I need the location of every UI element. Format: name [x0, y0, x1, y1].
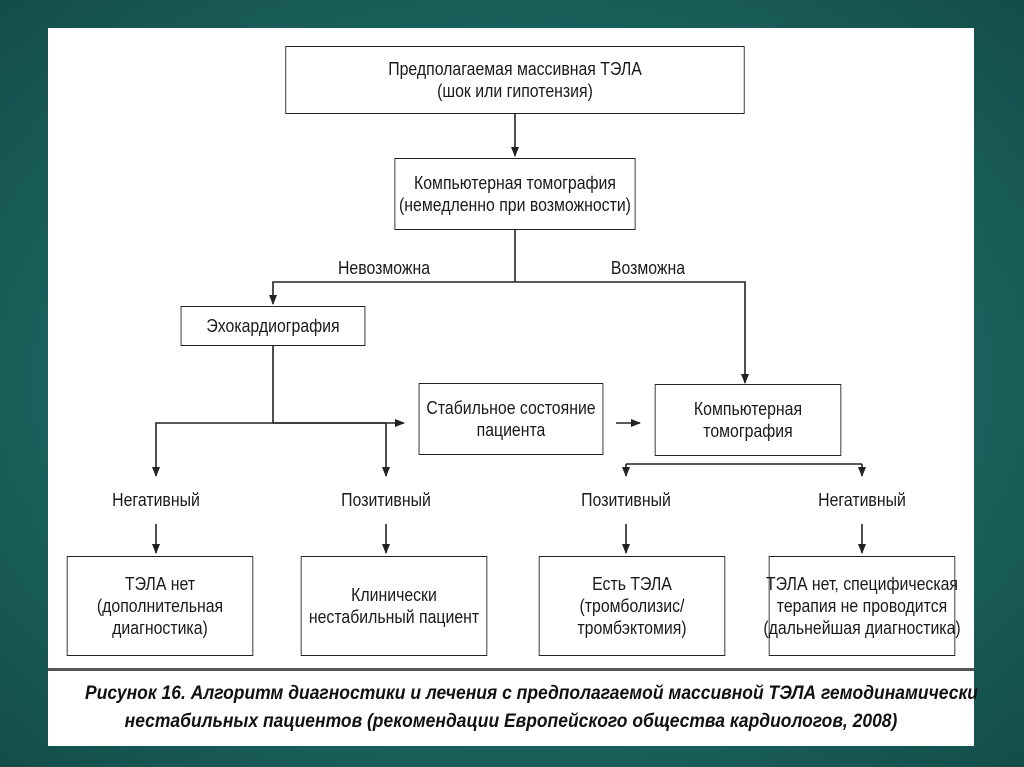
- caption-line-1: Рисунок 16. Алгоритм диагностики и лечен…: [85, 683, 978, 704]
- node-text: Компьютерная томография: [414, 173, 616, 193]
- edge-to-pos-left: [273, 422, 390, 477]
- node-text: пациента: [476, 420, 546, 440]
- node-ct-initial: Компьютерная томография (немедленно при …: [394, 158, 636, 230]
- node-stable-patient: Стабильное состояние пациента: [418, 383, 604, 455]
- node-text: (шок или гипотензия): [437, 81, 593, 101]
- node-no-pe-no-therapy: ТЭЛА нет, специфическая терапия не прово…: [763, 556, 961, 656]
- figure-caption: Рисунок 16. Алгоритм диагностики и лечен…: [48, 680, 978, 736]
- node-text: Есть ТЭЛА: [592, 574, 672, 594]
- node-text: ТЭЛА нет, специфическая: [766, 574, 959, 594]
- label-possible: Возможна: [610, 258, 686, 278]
- label-positive-left: Позитивный: [341, 490, 431, 510]
- node-text: Компьютерная: [693, 399, 803, 419]
- node-text: терапия не проводится: [776, 596, 948, 616]
- node-text: нестабильный пациент: [308, 607, 480, 627]
- node-text: диагностика): [112, 618, 208, 638]
- node-text: тромбэктомия): [577, 618, 687, 638]
- label-impossible: Невозможна: [337, 258, 431, 278]
- node-echocardiography: Эхокардиография: [180, 306, 366, 346]
- node-text: Стабильное состояние: [426, 398, 596, 418]
- node-clinically-unstable: Клинически нестабильный пациент: [300, 556, 488, 656]
- node-suspected-massive-pe: Предполагаемая массивная ТЭЛА (шок или г…: [285, 46, 745, 114]
- node-text: (дальнейшая диагностика): [763, 618, 961, 638]
- node-no-pe-additional-diagnostics: ТЭЛА нет (дополнительная диагностика): [66, 556, 254, 656]
- edge-to-echo: [269, 281, 515, 305]
- label-positive-right: Позитивный: [581, 490, 671, 510]
- caption-line-2: нестабильных пациентов (рекомендации Евр…: [124, 711, 898, 732]
- edge-to-ct-second: [515, 281, 749, 384]
- node-text: Предполагаемая массивная ТЭЛА: [388, 59, 642, 79]
- node-text: (дополнительная: [96, 596, 224, 616]
- label-negative-left: Негативный: [112, 490, 200, 510]
- node-ct-second: Компьютерная томография: [654, 384, 842, 456]
- flowchart: Предполагаемая массивная ТЭЛА (шок или г…: [48, 28, 974, 668]
- node-text: (немедленно при возможности): [399, 195, 631, 215]
- edge-to-neg-left: [152, 422, 273, 477]
- node-text: Клинически: [351, 585, 437, 605]
- node-text: томография: [703, 421, 793, 441]
- node-pe-confirmed: Есть ТЭЛА (тромболизис/ тромбэктомия): [538, 556, 726, 656]
- connector-lines: [152, 114, 866, 554]
- slide: Предполагаемая массивная ТЭЛА (шок или г…: [48, 28, 978, 746]
- node-text: ТЭЛА нет: [124, 574, 196, 594]
- caption-separator: [48, 668, 974, 671]
- node-text: (тромболизис/: [579, 596, 685, 616]
- node-text: Эхокардиография: [206, 316, 340, 336]
- label-negative-right: Негативный: [818, 490, 906, 510]
